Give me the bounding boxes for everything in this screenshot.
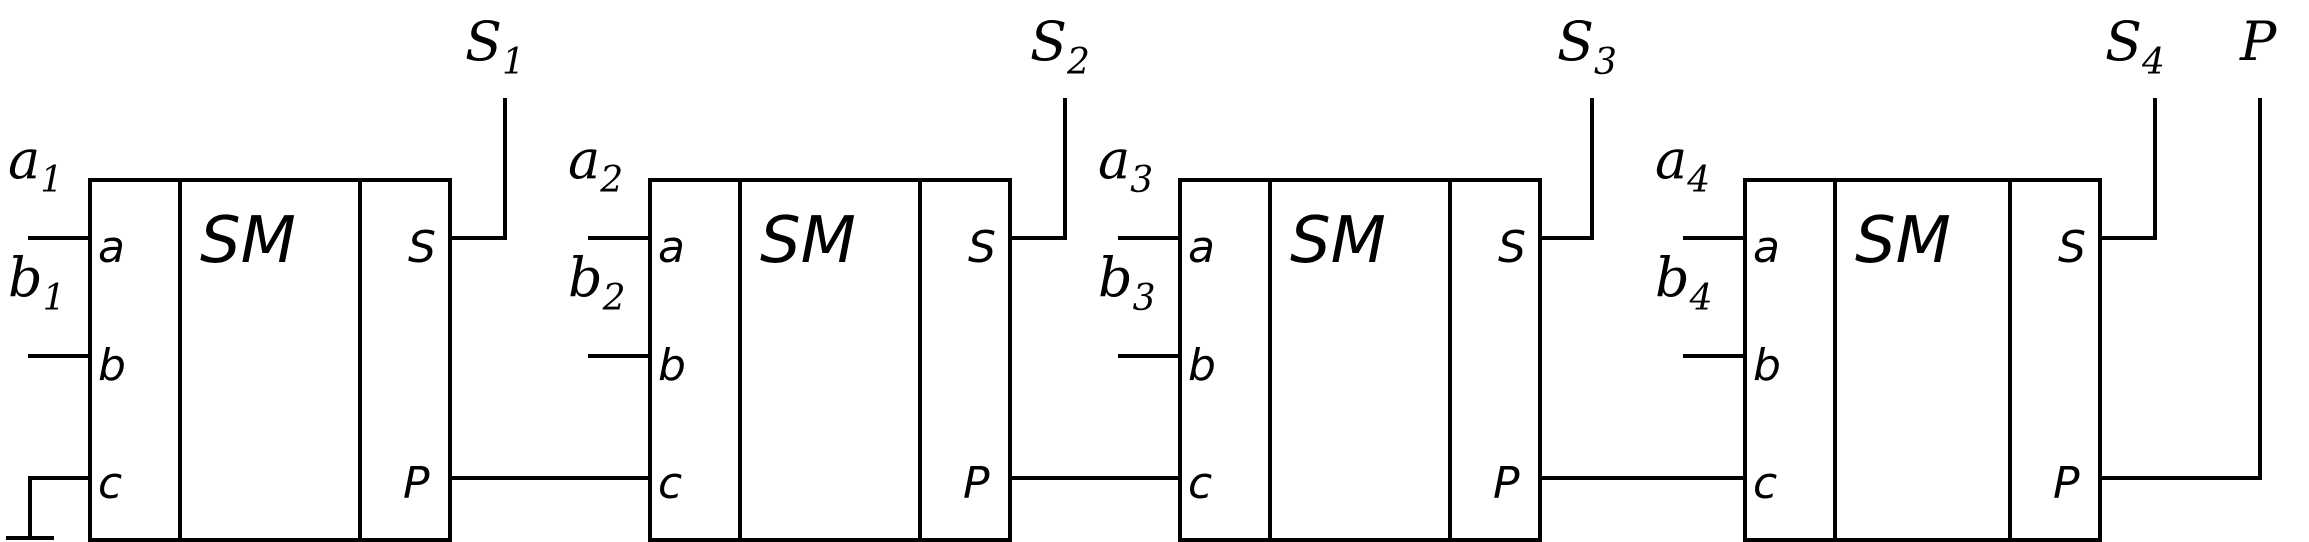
adder-3-port-c: c bbox=[1188, 458, 1212, 509]
adder-4-sum-wire bbox=[2098, 98, 2157, 240]
adder-block-2: SM a b c S P a2 b2 S2 bbox=[568, 10, 1090, 542]
adder-1-port-p: P bbox=[403, 458, 430, 509]
adder-4-port-s: S bbox=[2058, 222, 2086, 273]
adder-4-input-b-label: b4 bbox=[1655, 246, 1712, 319]
adder-2-port-c: c bbox=[658, 458, 682, 509]
adder-4-port-c: c bbox=[1753, 458, 1777, 509]
carry-out-label: P bbox=[2239, 10, 2278, 73]
adder-2-sum-label: S2 bbox=[1030, 10, 1090, 83]
adder-3-frame bbox=[1178, 178, 1542, 542]
adder-3-port-b: b bbox=[1188, 340, 1216, 391]
adder-1-port-b: b bbox=[98, 340, 126, 391]
adder-block-4: SM a b c S P a4 b4 S4 bbox=[1655, 10, 2165, 542]
carry-out-wire bbox=[2098, 98, 2262, 480]
ground-symbol bbox=[6, 476, 92, 540]
adder-1-title: SM bbox=[200, 204, 296, 278]
adder-2-title: SM bbox=[760, 204, 856, 278]
adder-3-sum-label: S3 bbox=[1557, 10, 1617, 83]
adder-2-sum-wire bbox=[1008, 98, 1067, 240]
adder-3-port-a: a bbox=[1188, 222, 1215, 273]
adder-2-input-b-label: b2 bbox=[568, 246, 625, 319]
adder-2-frame bbox=[648, 178, 1012, 542]
adder-1-port-c: c bbox=[98, 458, 122, 509]
adder-block-1: SM a b c S P a1 b1 S1 bbox=[6, 10, 525, 542]
adder-4-title: SM bbox=[1855, 204, 1951, 278]
adder-1-sum-label: S1 bbox=[465, 10, 525, 83]
adder-3-sum-wire bbox=[1538, 98, 1594, 240]
adder-2-input-a-label: a2 bbox=[568, 128, 623, 201]
adder-block-3: SM a b c S P a3 b3 S3 bbox=[1098, 10, 1617, 542]
adder-4-port-a: a bbox=[1753, 222, 1780, 273]
adder-4-port-b: b bbox=[1753, 340, 1781, 391]
adder-4-sum-label: S4 bbox=[2105, 10, 2165, 83]
adder-1-port-a: a bbox=[98, 222, 125, 273]
adder-2-port-b: b bbox=[658, 340, 686, 391]
adder-4-port-p: P bbox=[2053, 458, 2080, 509]
adder-4-input-a-label: a4 bbox=[1655, 128, 1710, 201]
adder-3-port-p: P bbox=[1493, 458, 1520, 509]
adder-3-input-a-label: a3 bbox=[1098, 128, 1153, 201]
adder-1-sum-wire bbox=[448, 98, 507, 240]
adder-4-frame bbox=[1743, 178, 2102, 542]
adder-2-port-p: P bbox=[963, 458, 990, 509]
adder-3-title: SM bbox=[1290, 204, 1386, 278]
adder-1-input-b-label: b1 bbox=[8, 246, 65, 319]
adder-1-frame bbox=[88, 178, 452, 542]
adder-3-port-s: S bbox=[1498, 222, 1526, 273]
adder-1-port-s: S bbox=[408, 222, 436, 273]
adder-2-port-a: a bbox=[658, 222, 685, 273]
adder-2-port-s: S bbox=[968, 222, 996, 273]
ground-wire bbox=[28, 476, 92, 540]
adder-1-input-a-label: a1 bbox=[8, 128, 63, 201]
adder-3-input-b-label: b3 bbox=[1098, 246, 1155, 319]
